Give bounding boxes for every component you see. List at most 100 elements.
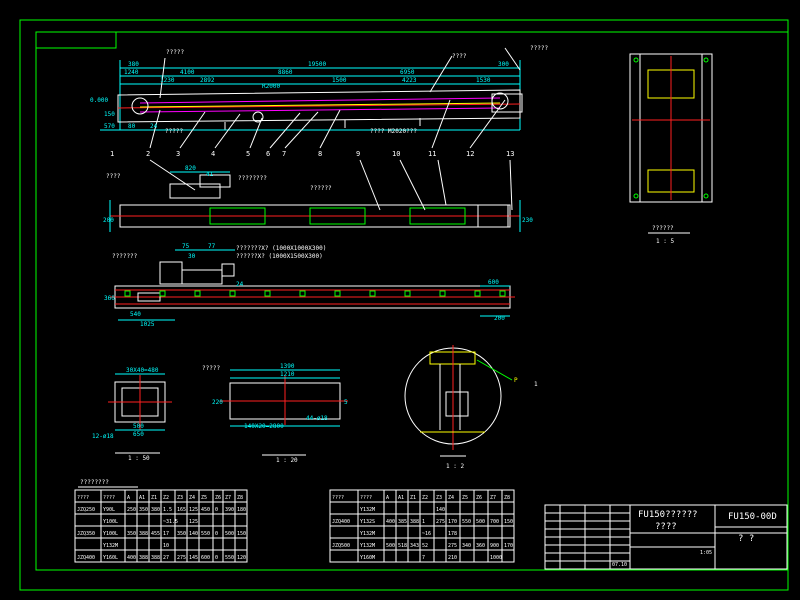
detail-b-scale: 1 : 20 (276, 457, 298, 464)
table_left-header-cell: Z4 (189, 495, 195, 501)
part-number-6: 6 (266, 150, 270, 158)
detail-c-scale: 1 : 2 (446, 463, 464, 470)
table_right-cell: 1000 (490, 555, 502, 561)
table_left-cell: Y90L (103, 507, 115, 513)
detail-c-label: P (514, 377, 518, 384)
table_right-cell: 700 (490, 519, 499, 525)
table_right-cell: ~16 (422, 531, 431, 537)
table_left-cell: ~31.5 (163, 519, 178, 525)
table_right-header-cell: Z2 (422, 495, 428, 501)
table_left-cell: 145 (189, 555, 198, 561)
detail-b-dim-holes: 44-ø18 (306, 415, 328, 422)
table_right-header-cell: Z3 (436, 495, 442, 501)
table_left-cell: 0 (215, 531, 218, 537)
title-mark: 1:05 (700, 550, 712, 556)
table_left-cell: 27 (163, 555, 169, 561)
table_left-cell: 275 (177, 555, 186, 561)
part-number-5: 5 (246, 150, 250, 158)
dim-380: 380 (128, 61, 139, 68)
table_left-cell: 350 (177, 531, 186, 537)
table_right-cell: 210 (448, 555, 457, 561)
dim-2892: 2892 (200, 77, 215, 84)
plan-label-1: ???? (106, 173, 121, 180)
dim-bottom-24: 24 (150, 123, 158, 130)
table_right-header-cell: ???? (360, 495, 372, 501)
table-left-title: ???????? (80, 479, 109, 486)
table_right-cell: 500 (386, 543, 395, 549)
part-numbers: 1 2 3 4 5 6 7 8 9 10 11 12 13 (110, 150, 514, 158)
foundation-note-1: ???????X? (1000X1000X300) (236, 245, 326, 252)
elevation-view (100, 47, 523, 149)
table_right-header-cell: Z7 (490, 495, 496, 501)
dim-bottom-80: 80 (128, 123, 136, 130)
table_left-cell: 600 (201, 555, 210, 561)
dim-1240: 1240 (124, 69, 139, 76)
table_right-cell: 500 (476, 519, 485, 525)
table_left-cell: 390 (225, 507, 234, 513)
table_left-cell: 140 (189, 531, 198, 537)
table_right-cell: 385 (398, 519, 407, 525)
table_left-cell: JZQ350 (77, 531, 95, 537)
table_left-header-cell: Z8 (237, 495, 243, 501)
table_left-cell: 550 (225, 555, 234, 561)
table_right-cell: 340 (462, 543, 471, 549)
table_left-cell: 388 (151, 555, 160, 561)
inner-border (35, 31, 789, 571)
table_left-header-cell: Z3 (177, 495, 183, 501)
dim-left-150: 150 (104, 111, 115, 118)
table_right-cell: 150 (504, 519, 513, 525)
elevation-center-text: R2000 (262, 83, 280, 90)
table_left-cell: 550 (201, 531, 210, 537)
table_left-cell: 120 (237, 555, 246, 561)
elevation-label-3: ????? (530, 45, 548, 52)
section-scale: 1 : 5 (656, 238, 674, 245)
table_right-header-cell: Z8 (504, 495, 510, 501)
dim-4223: 4223 (402, 77, 417, 84)
table_left-header-cell: Z6 (215, 495, 221, 501)
table_left-cell: Y100L (103, 519, 118, 525)
table_right-cell: 550 (462, 519, 471, 525)
detail-a-scale: 1 : 50 (128, 455, 150, 462)
foundation-dim-360: 360 (104, 295, 115, 302)
table_left-header-cell: A (127, 495, 130, 501)
title-block: FU150?????? ???? FU150-00D ? ? 1:05 07.1… (544, 504, 788, 570)
foundation-dim-77: 77 (208, 243, 216, 250)
table_left-cell: 0 (215, 507, 218, 513)
table_right-cell: Y132M (360, 531, 375, 537)
dim-4100: 4100 (180, 69, 195, 76)
table_right-cell: JZQ400 (332, 519, 350, 525)
table_left-cell: 0 (215, 555, 218, 561)
part-number-8: 8 (318, 150, 322, 158)
scale-code: ? ? (738, 534, 754, 544)
table_left-cell: JZQ400 (77, 555, 95, 561)
title-date: 07.10 (612, 562, 627, 568)
table_left-cell: 455 (151, 531, 160, 537)
table_right-cell: 360 (476, 543, 485, 549)
dim-1530: 1530 (476, 77, 491, 84)
detail-a-dim-1: 30X40=480 (126, 367, 159, 374)
table_right-header-cell: A1 (398, 495, 404, 501)
table_right-header-cell: A (386, 495, 389, 501)
table_right-cell: 388 (410, 519, 419, 525)
part-number-1: 1 (110, 150, 114, 158)
table_left-cell: 165 (177, 507, 186, 513)
table_left-cell: 350 (127, 531, 136, 537)
part-number-13: 13 (506, 150, 514, 158)
part-number-9: 9 (356, 150, 360, 158)
table_left-cell: 180 (237, 507, 246, 513)
plan-labels: ???? ???????? ?????? 820 41 200 230 (103, 165, 533, 224)
dim-1500: 1500 (332, 77, 347, 84)
table_left-cell: 350 (139, 507, 148, 513)
section-title: ?????? (652, 225, 674, 232)
part-number-2: 2 (146, 150, 150, 158)
table_left-cell: 450 (201, 507, 210, 513)
foundation-dim-600: 600 (488, 279, 499, 286)
foundation-dim-200: 200 (494, 315, 505, 322)
table_right-header-cell: Z4 (448, 495, 454, 501)
table_left-cell: 17 (163, 531, 169, 537)
part-number-4: 4 (211, 150, 215, 158)
foundation-view (110, 249, 515, 321)
table_left-header-cell: A1 (139, 495, 145, 501)
